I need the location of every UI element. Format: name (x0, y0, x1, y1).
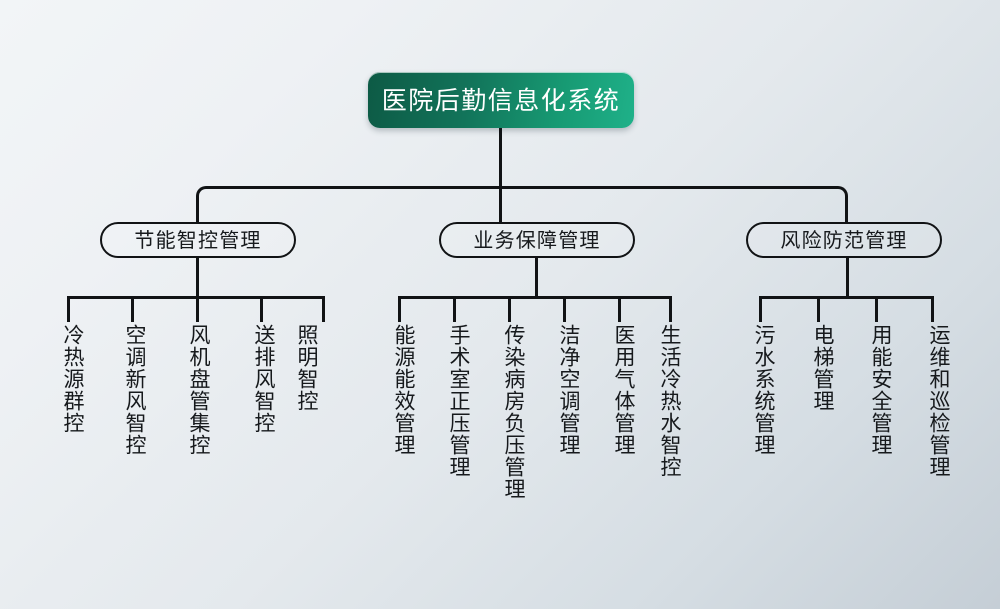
leaf-label: 电梯管理 (811, 324, 835, 412)
connector-bus-to-branch-1 (499, 186, 502, 224)
branch-node-2-label: 风险防范管理 (780, 228, 908, 252)
connector-branch-1-bus (398, 296, 672, 322)
connector-branch-1-stem (535, 258, 538, 296)
leaf-label: 风机盘管集控 (187, 324, 211, 456)
leaf-label: 冷热源群控 (61, 324, 85, 434)
connector-branch-2-leaf-2 (875, 296, 878, 322)
leaf-label: 用能安全管理 (869, 324, 893, 456)
root-node[interactable]: 医院后勤信息化系统 (368, 72, 634, 128)
connector-branch-0-leaf-2 (196, 296, 199, 322)
leaf-label: 运维和巡检管理 (927, 324, 951, 478)
connector-branch-1-leaf-3 (563, 296, 566, 322)
leaf-label: 生活冷热水智控 (658, 324, 682, 478)
branch-node-0[interactable]: 节能智控管理 (100, 222, 296, 258)
leaf-label: 能源能效管理 (392, 324, 416, 456)
connector-branch-1-leaf-4 (618, 296, 621, 322)
connector-branch-0-leaf-1 (131, 296, 134, 322)
connector-branch-0-stem (196, 258, 199, 296)
connector-level1-bus (196, 186, 848, 224)
leaf-label: 医用气体管理 (612, 324, 636, 456)
branch-node-2[interactable]: 风险防范管理 (746, 222, 942, 258)
root-node-label: 医院后勤信息化系统 (381, 85, 621, 115)
leaf-label: 照明智控 (295, 324, 319, 412)
leaf-label: 手术室正压管理 (447, 324, 471, 478)
connector-branch-2-leaf-1 (817, 296, 820, 322)
leaf-label: 传染病房负压管理 (502, 324, 526, 500)
connector-branch-2-bus (759, 296, 934, 322)
leaf-label: 送排风智控 (252, 324, 276, 434)
leaf-label: 空调新风智控 (123, 324, 147, 456)
connector-root-stem (499, 128, 502, 186)
connector-branch-2-stem (846, 258, 849, 296)
connector-branch-1-leaf-2 (508, 296, 511, 322)
branch-node-1-label: 业务保障管理 (473, 228, 601, 252)
branch-node-0-label: 节能智控管理 (134, 228, 262, 252)
leaf-label: 洁净空调管理 (557, 324, 581, 456)
branch-node-1[interactable]: 业务保障管理 (439, 222, 635, 258)
leaf-label: 污水系统管理 (752, 324, 776, 456)
connector-branch-0-leaf-3 (260, 296, 263, 322)
connector-branch-1-leaf-1 (453, 296, 456, 322)
